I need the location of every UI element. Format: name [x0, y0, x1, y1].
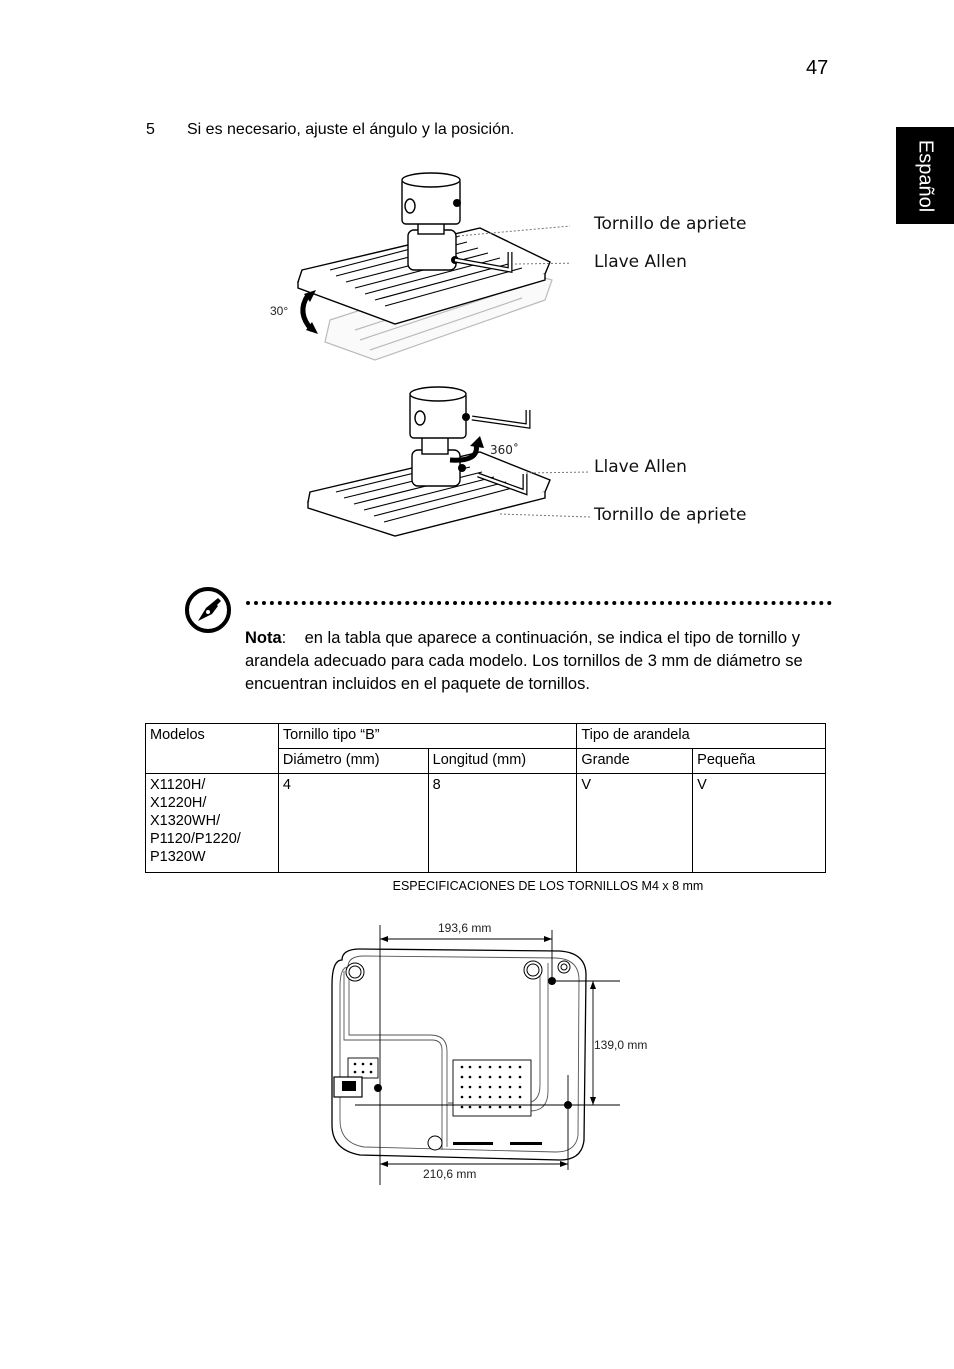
cell-diameter: 4 [277, 773, 429, 873]
subheader-diameter: Diámetro (mm) [277, 748, 429, 774]
step-number: 5 [146, 121, 155, 138]
dimension-top-label: 193,6 mm [438, 921, 492, 935]
tilt-mount-illustration [297, 172, 570, 361]
rotation-label: 360˚ [490, 443, 519, 457]
note-pen-icon [185, 587, 231, 633]
tilt-angle-label: 30° [270, 304, 289, 318]
dimension-right-label: 139,0 mm [594, 1038, 648, 1052]
table-row: X1120H/ X1220H/ X1320WH/ P1120/P1220/ P1… [145, 773, 826, 873]
model-line: P1320W [150, 849, 206, 865]
language-tab-label: Español [914, 139, 937, 212]
dimension-bottom-label: 210,6 mm [423, 1167, 477, 1181]
cell-large: V [576, 773, 694, 873]
model-line: P1120/P1220/ [150, 831, 241, 847]
note-body: en la tabla que aparece a continuación, … [245, 629, 803, 693]
header-models: Modelos [145, 723, 279, 774]
subheader-length: Longitud (mm) [427, 748, 578, 774]
callout-allen-key-middle: Llave Allen [594, 457, 687, 477]
note-text-block: Nota: en la tabla que aparece a continua… [245, 627, 810, 696]
rotate-mount-illustration [307, 386, 590, 537]
note-divider [246, 601, 832, 605]
table-caption: ESPECIFICACIONES DE LOS TORNILLOS M4 x 8… [392, 879, 704, 893]
callout-allen-key-top: Llave Allen [594, 252, 687, 272]
subheader-small: Pequeña [692, 748, 826, 774]
cell-length: 8 [427, 773, 578, 873]
screw-spec-table: Modelos Tornillo tipo “B” Tipo de arande… [145, 723, 826, 873]
note-colon: : [281, 629, 287, 647]
page-number: 47 [806, 57, 829, 79]
step-text: Si es necesario, ajuste el ángulo y la p… [187, 121, 515, 138]
projector-bottom-diagram [331, 925, 620, 1185]
header-washer-type: Tipo de arandela [576, 723, 826, 749]
model-line: X1320WH/ [150, 813, 221, 829]
header-screw-type: Tornillo tipo “B” [277, 723, 578, 749]
subheader-large: Grande [576, 748, 694, 774]
callout-clamp-screw-top: Tornillo de apriete [594, 214, 747, 234]
cell-small: V [692, 773, 826, 873]
language-tab: Español [896, 127, 954, 224]
model-line: X1120H/ [150, 777, 206, 793]
note-label: Nota [245, 629, 282, 647]
callout-clamp-screw-middle: Tornillo de apriete [594, 505, 747, 525]
cell-models: X1120H/ X1220H/ X1320WH/ P1120/P1220/ P1… [145, 773, 279, 873]
model-line: X1220H/ [150, 795, 207, 811]
